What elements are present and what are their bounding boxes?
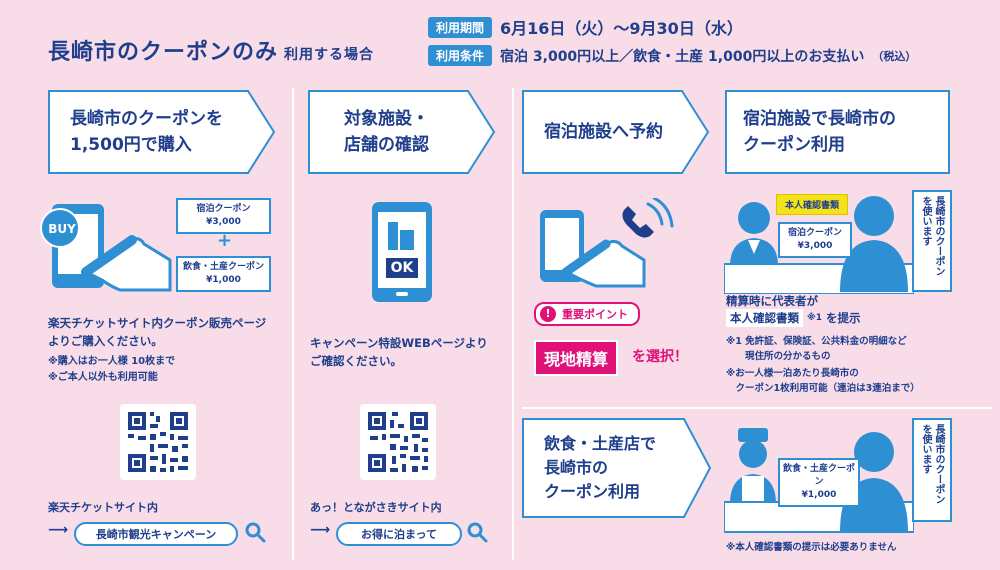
step-2-label: 対象施設・ 店舗の確認 [344,109,429,155]
step-4: 宿泊施設で長崎市の クーポン利用 [725,90,950,174]
select-text: を選択！ [632,349,688,365]
page-title: 長崎市のクーポンのみ利用する場合 [48,34,374,66]
purchase-note-1: ※購入はお一人様 10枚まで [48,356,176,367]
use-coupon-tag: 長崎市のクーポン を使います [912,418,952,522]
plus-sign: + [217,230,233,251]
divider [522,407,992,409]
step-3: 宿泊施設へ予約 [522,90,710,174]
arrow-box-shape [308,90,496,174]
step-1-label: 長崎市のクーポンを 1,500円で購入 [70,109,223,155]
id-document-footnote: ※1 免許証、保険証、公共料金の明細など 現住所の分かるもの [726,336,907,362]
search-term-rakuten[interactable]: 長崎市観光キャンペーン [74,522,238,546]
important-point-label: 重要ポイント [562,308,628,321]
purchase-instructions: 楽天チケットサイト内クーポン販売ページ よりご購入ください。 [48,316,267,348]
buy-phone-hand-illustration [40,204,172,292]
id-presentation-row: 本人確認書類 ※1 を提示 [726,309,861,327]
arrow-box-shape [522,90,710,174]
nagasaki-site-label: あっ！とながさきサイト内 [310,501,442,514]
pay-at-property-highlight: 現地精算 [534,340,619,376]
step-2: 対象施設・ 店舗の確認 [308,90,496,174]
rakuten-site-label: 楽天チケットサイト内 [48,501,158,514]
id-document-chip: 本人確認書類 [726,309,803,327]
food-coupon-card: 飲食・土産クーポン ¥1,000 [778,458,860,507]
arrow-box-shape [48,90,276,174]
building-icon [388,222,398,250]
condition-value: 宿泊 3,000円以上／飲食・土産 1,000円以上のお支払い [500,48,865,65]
hotel-front-desk-illustration [724,196,914,294]
shop-clerk-illustration [724,428,914,533]
qr-code-nagasaki [360,404,436,480]
step-3-label: 宿泊施設へ予約 [544,122,663,142]
period-label: 利用期間 [428,16,493,38]
buy-label: BUY [48,222,76,236]
food-coupon-box: 飲食・土産クーポン ¥1,000 [176,256,271,292]
id-document-label: 本人確認書類 [776,194,849,215]
arrow-box-shape [522,418,712,518]
use-coupon-text: 長崎市のクーポン を使います [920,196,944,276]
phone-receiver-icon [622,206,654,238]
box-shape [725,90,950,174]
step-5: 飲食・土産店で 長崎市の クーポン利用 [522,418,712,518]
title-sub: 利用する場合 [284,47,375,63]
phone-call-illustration [540,198,674,288]
condition-row: 利用条件 宿泊 3,000円以上／飲食・土産 1,000円以上のお支払い （税込） [428,45,916,66]
arrow-right-icon: ⟶ [48,522,69,538]
important-point-badge: ! 重要ポイント [534,302,640,326]
presentation-text-2: を提示 [826,311,861,325]
period-value: 6月16日（火）～9月30日（水） [500,19,743,38]
step-5-label: 飲食・土産店で 長崎市の クーポン利用 [544,434,657,501]
lodging-coupon-box: 宿泊クーポン ¥3,000 [176,198,271,234]
search-icon[interactable] [466,521,488,543]
condition-tax: （税込） [872,49,917,63]
no-id-required-note: ※本人確認書類の提示は必要ありません [726,542,897,553]
ok-label: OK [390,260,414,276]
use-coupon-tag: 長崎市のクーポン を使います [912,190,952,292]
arrow-right-icon: ⟶ [310,522,331,538]
buy-badge [40,208,80,248]
lodging-coupon-card: 宿泊クーポン ¥3,000 [778,222,852,258]
qr-code-rakuten [120,404,196,480]
divider [512,88,514,560]
coupon-limit-note: ※お一人様一泊あたり長崎市の クーポン1枚利用可能（連泊は3連泊まで） [726,368,920,394]
search-term-nagasaki[interactable]: お得に泊まって [336,522,462,546]
period-row: 利用期間 6月16日（火）～9月30日（水） [428,15,743,39]
search-icon[interactable] [244,521,266,543]
web-page-instructions: キャンペーン特設WEBページより ご確認ください。 [310,336,488,368]
condition-label: 利用条件 [428,45,493,66]
use-coupon-text: 長崎市のクーポン を使います [920,424,944,504]
phone-ok-illustration [372,202,432,302]
divider [292,88,294,560]
step-4-label: 宿泊施設で長崎市の クーポン利用 [743,109,896,155]
id-document-note-ref: ※1 [807,313,823,323]
exclamation-icon: ! [540,306,556,322]
purchase-note-2: ※ご本人以外も利用可能 [48,372,158,383]
title-main: 長崎市のクーポンのみ [48,40,279,65]
step-1: 長崎市のクーポンを 1,500円で購入 [48,90,276,174]
presentation-text-1: 精算時に代表者が [726,294,818,308]
